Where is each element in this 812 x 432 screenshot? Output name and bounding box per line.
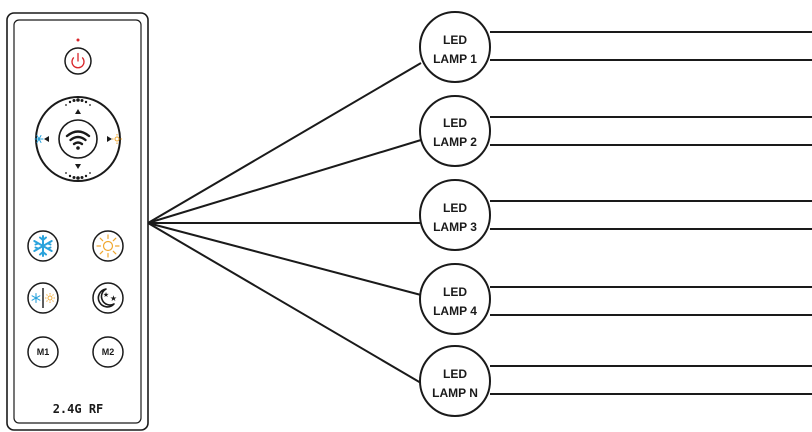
lamp-2-label-line1: LED: [443, 116, 467, 130]
lamp-3: LED LAMP 3: [419, 179, 491, 251]
cooler-arrow-icon: [44, 136, 49, 142]
brightness-low-dots-icon: [65, 172, 91, 180]
m1-button[interactable]: M1: [27, 336, 59, 368]
lamp-4: LED LAMP 4: [419, 263, 491, 335]
night-mode-button-ring: [92, 282, 124, 314]
indicator-led: [76, 38, 80, 42]
remote-control: ★ ★ M1 M2 2.4G RF: [6, 12, 149, 431]
wheel-center: [58, 119, 98, 159]
lamp-3-label-line2: LAMP 3: [433, 220, 477, 234]
snowflake-icon: [33, 235, 53, 257]
remote-body-outer: [6, 12, 149, 431]
lamp-n-circle: [419, 345, 491, 417]
warm-sun-small-icon: [112, 134, 122, 144]
lamp-1: LED LAMP 1: [419, 11, 491, 83]
cool-snowflake-small-icon: [34, 135, 44, 143]
lamp-1-circle: [419, 11, 491, 83]
lamp-4-circle: [419, 263, 491, 335]
power-button[interactable]: [64, 47, 92, 75]
connector-lamp-n: [147, 222, 422, 384]
lamp-3-circle: [419, 179, 491, 251]
warmer-arrow-icon: [107, 136, 112, 142]
sun-icon: [96, 234, 120, 258]
star-icon-small: ★: [103, 291, 109, 299]
star-icon-large: ★: [110, 294, 117, 303]
lamp-n: LED LAMP N: [419, 345, 491, 417]
night-mode-button[interactable]: ★ ★: [92, 282, 124, 314]
brightness-up-arrow-icon: [75, 109, 81, 114]
m1-button-ring: [27, 336, 59, 368]
remote-body-inner: [13, 19, 142, 424]
brightness-down-arrow-icon: [75, 164, 81, 169]
lamp-4-label-line1: LED: [443, 285, 467, 299]
lamp-2: LED LAMP 2: [419, 95, 491, 167]
lamp-n-label-line2: LAMP N: [432, 386, 478, 400]
lamp-3-label-line1: LED: [443, 201, 467, 215]
lamp-2-label-line2: LAMP 2: [433, 135, 477, 149]
m1-button-label: M1: [37, 347, 50, 357]
cct-toggle-button[interactable]: [27, 282, 59, 314]
connector-lamp-2: [147, 139, 422, 224]
lamp-1-label-line1: LED: [443, 33, 467, 47]
lamp-wires: [490, 31, 812, 395]
connector-lamp-1: [147, 62, 422, 224]
lamp-2-circle: [419, 95, 491, 167]
warm-white-button[interactable]: [92, 230, 124, 262]
power-icon: [71, 52, 85, 69]
lamp-4-label-line2: LAMP 4: [433, 304, 477, 318]
cool-white-button[interactable]: [27, 230, 59, 262]
snowflake-sun-icon: [31, 288, 55, 308]
m2-button-label: M2: [102, 347, 115, 357]
wifi-dot: [76, 146, 80, 150]
lamp-1-label-line2: LAMP 1: [433, 52, 477, 66]
brightness-high-dots-icon: [65, 98, 91, 106]
connector-lamp-4: [147, 222, 422, 296]
wireless-wheel[interactable]: [34, 96, 122, 182]
lamp-n-label-line1: LED: [443, 367, 467, 381]
m2-button[interactable]: M2: [92, 336, 124, 368]
m2-button-ring: [92, 336, 124, 368]
wifi-icon: [65, 130, 91, 146]
moon-icon: [97, 288, 115, 308]
protocol-label: 2.4G RF: [53, 402, 104, 416]
connector-lines: [147, 62, 422, 384]
